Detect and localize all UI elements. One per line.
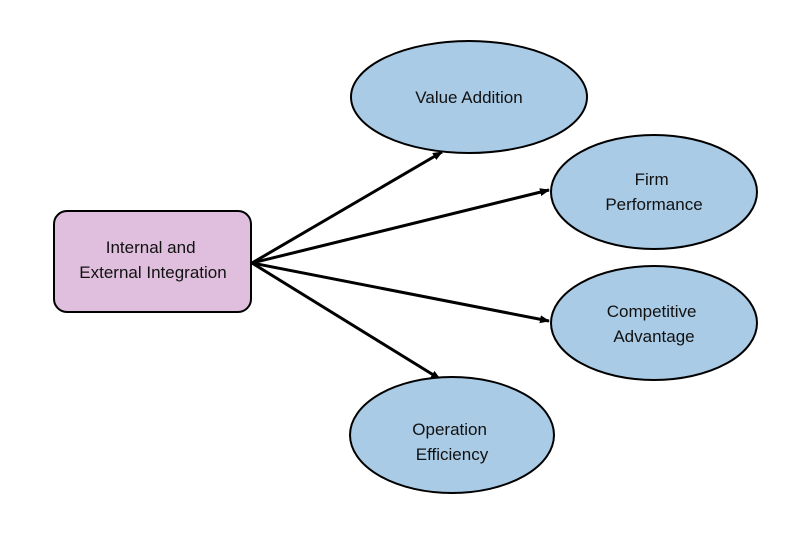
edge-to-firm-performance <box>251 188 550 265</box>
node-value-addition-label: Value Addition <box>415 88 522 107</box>
node-value-addition-ellipse <box>350 40 588 154</box>
node-integration-label: Internal and External Integration <box>79 238 226 282</box>
node-firm-performance-ellipse <box>550 134 758 250</box>
node-competitive-advantage-ellipse <box>550 265 758 381</box>
node-integration: Internal and External Integration <box>53 210 252 313</box>
node-competitive-advantage-label: Competitive Advantage <box>607 302 702 346</box>
node-firm-performance: Firm Performance <box>550 134 758 250</box>
node-value-addition: Value Addition <box>350 40 588 154</box>
edge-to-value-addition <box>251 150 443 265</box>
node-operation-efficiency-ellipse <box>349 376 555 494</box>
edge-to-competitive-advantage <box>251 261 550 324</box>
node-competitive-advantage: Competitive Advantage <box>550 265 758 381</box>
edges <box>251 150 550 381</box>
node-operation-efficiency: Operation Efficiency <box>349 376 555 494</box>
node-firm-performance-label: Firm Performance <box>605 170 702 214</box>
node-integration-box <box>53 210 252 313</box>
node-operation-efficiency-label: Operation Efficiency <box>412 420 491 464</box>
edge-to-operation-efficiency <box>251 261 441 381</box>
